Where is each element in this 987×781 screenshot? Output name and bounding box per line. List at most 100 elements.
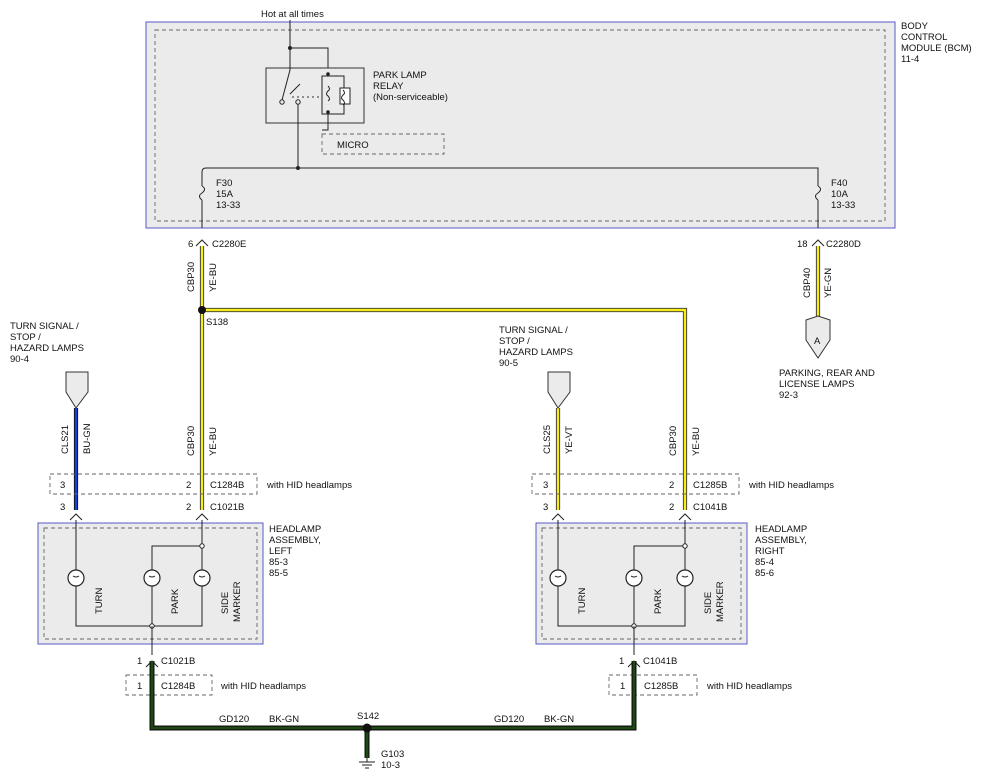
fuse-f40-amp: 10A: [831, 189, 849, 200]
fuse-f40: F40 10A 13-33: [815, 178, 855, 211]
fuse-f30-amp: 15A: [216, 189, 234, 200]
gnd-right-hid-conn: C1285B: [644, 681, 678, 692]
c1041b-pin-3: 3: [543, 502, 548, 513]
connector-c1041b-right: 3 2 C1041B: [543, 502, 727, 521]
gnd-left-conn: C1021B: [161, 656, 195, 667]
c1021b-id: C1021B: [210, 502, 244, 513]
headlamp-right-1: HEADLAMP: [755, 524, 807, 535]
ref-letter-a: A: [814, 336, 821, 347]
label-cbp30-left: CBP30: [186, 426, 197, 456]
gnd-left-hid-pin: 1: [137, 681, 142, 692]
s142-label: S142: [357, 711, 379, 722]
fuse-f40-ref: 13-33: [831, 200, 855, 211]
label-bkgn-right: BK-GN: [544, 714, 574, 725]
headlamp-assembly-left: TURN PARK SIDE MARKER HEADLAMP ASSEMBLY,…: [37, 520, 321, 655]
park-lamp-right-icon: [625, 569, 643, 587]
marker-label-right: MARKER: [715, 581, 726, 622]
turn-right-1: TURN SIGNAL /: [499, 325, 568, 336]
connector-c1021b-left: 3 2 C1021B: [60, 502, 244, 521]
c2280d-id: C2280D: [826, 239, 861, 250]
label-gd120-left: GD120: [219, 714, 249, 725]
c1284b-id: C1284B: [210, 480, 244, 491]
park-label-right: PARK: [653, 588, 664, 614]
fuse-f30: F30 15A 13-33: [199, 178, 240, 211]
turn-label-right: TURN: [577, 587, 588, 614]
ref-parking-lamps: A PARKING, REAR AND LICENSE LAMPS 92-3: [779, 315, 875, 401]
label-yebu-right: YE-BU: [691, 427, 702, 456]
connector-c2280e: 6 C2280E: [188, 239, 246, 250]
connector-c2280d: 18 C2280D: [797, 239, 861, 250]
fuse-f30-ref: 13-33: [216, 200, 240, 211]
c1285b-pin-2: 2: [669, 480, 674, 491]
gnd-right-pin: 1: [619, 656, 624, 667]
turn-left-2: STOP /: [10, 332, 41, 343]
fuse-f30-id: F30: [216, 178, 232, 189]
c1041b-id: C1041B: [693, 502, 727, 513]
c1285b-pin-3: 3: [543, 480, 548, 491]
bcm-title-1: BODY: [901, 21, 929, 32]
c2280e-id: C2280E: [212, 239, 246, 250]
c1284b-pin-3: 3: [60, 480, 65, 491]
ground-ref: 10-3: [381, 760, 400, 771]
parking-ref-3: 92-3: [779, 390, 798, 401]
label-bkgn-left: BK-GN: [269, 714, 299, 725]
label-cls21: CLS21: [60, 425, 71, 454]
headlamp-left-2: ASSEMBLY,: [269, 535, 321, 546]
turn-right-3: HAZARD LAMPS: [499, 347, 573, 358]
turn-lamp-left-icon: [67, 569, 85, 587]
s138-label: S138: [206, 317, 228, 328]
gnd-right-conn: C1041B: [643, 656, 677, 667]
c1284b-note: with HID headlamps: [266, 480, 352, 491]
body-control-module: BODY CONTROL MODULE (BCM) 11-4: [145, 21, 972, 229]
turn-lamp-right-icon: [549, 569, 567, 587]
headlamp-assembly-right: TURN PARK SIDE MARKER HEADLAMP ASSEMBLY,…: [535, 520, 807, 655]
bcm-title-4: 11-4: [901, 54, 919, 65]
headlamp-right-5: 85-6: [755, 568, 774, 579]
gnd-left-pin: 1: [137, 656, 142, 667]
turn-left-4: 90-4: [10, 354, 29, 365]
park-lamp-relay: PARK LAMP RELAY (Non-serviceable): [265, 48, 448, 168]
label-bugn: BU-GN: [82, 423, 93, 454]
turn-left-3: HAZARD LAMPS: [10, 343, 84, 354]
headlamp-left-1: HEADLAMP: [269, 524, 321, 535]
ref-turn-right: TURN SIGNAL / STOP / HAZARD LAMPS 90-5: [499, 325, 573, 409]
ref-turn-left: TURN SIGNAL / STOP / HAZARD LAMPS 90-4: [10, 321, 89, 409]
gnd-right-hid-note: with HID headlamps: [706, 681, 792, 692]
ground-label: G103: [381, 749, 404, 760]
bcm-title-2: CONTROL: [901, 32, 947, 43]
c1021b-pin-2: 2: [186, 502, 191, 513]
wire-gd120: [149, 661, 637, 758]
splice-s138: [198, 306, 206, 314]
label-yebu-top: YE-BU: [208, 263, 219, 292]
turn-right-4: 90-5: [499, 358, 518, 369]
connector-ground-right: 1 C1041B 1 C1285B with HID headlamps: [608, 656, 792, 696]
headlamp-left-5: 85-5: [269, 568, 288, 579]
connector-c1285b-right: 3 2 C1285B with HID headlamps: [531, 473, 834, 495]
label-cbp40: CBP40: [802, 268, 813, 298]
c1041b-pin-2: 2: [669, 502, 674, 513]
side-marker-left-icon: [193, 569, 211, 587]
ground-g103: G103 10-3: [359, 749, 404, 771]
label-yebu-left: YE-BU: [208, 427, 219, 456]
splice-s142: [362, 723, 372, 733]
c2280d-pin: 18: [797, 239, 808, 250]
c1285b-note: with HID headlamps: [748, 480, 834, 491]
turn-right-2: STOP /: [499, 336, 530, 347]
connector-c1284b-left: 3 2 C1284B with HID headlamps: [49, 473, 352, 495]
turn-label-left: TURN: [94, 587, 105, 614]
label-yevt: YE-VT: [564, 426, 575, 454]
label-cbp30-top: CBP30: [186, 262, 197, 292]
micro-label: MICRO: [337, 140, 369, 151]
side-label-left: SIDE: [220, 592, 231, 614]
gnd-left-hid-note: with HID headlamps: [220, 681, 306, 692]
relay-label-3: (Non-serviceable): [373, 92, 448, 103]
micro-box: [321, 133, 445, 155]
label-cls25: CLS25: [542, 425, 553, 454]
bcm-title-3: MODULE (BCM): [901, 43, 972, 54]
marker-label-left: MARKER: [232, 581, 243, 622]
label-yegn: YE-GN: [823, 268, 834, 298]
parking-ref-1: PARKING, REAR AND: [779, 368, 875, 379]
parking-ref-2: LICENSE LAMPS: [779, 379, 855, 390]
c1021b-pin-3: 3: [60, 502, 65, 513]
